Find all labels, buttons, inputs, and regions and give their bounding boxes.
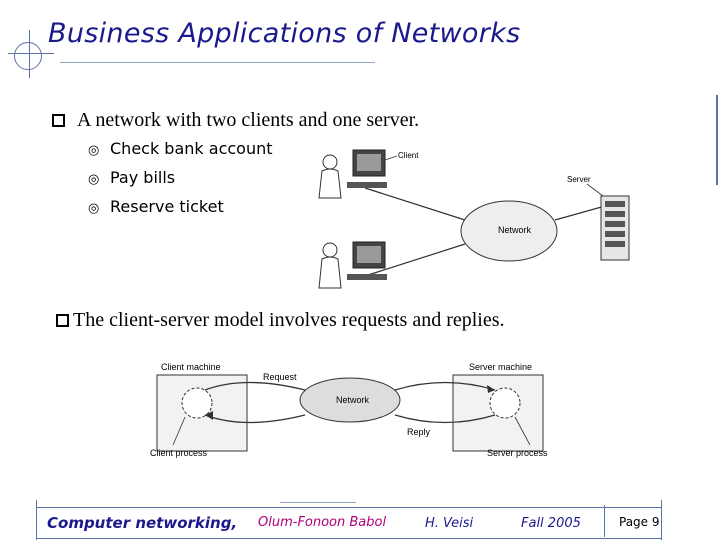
client1-link xyxy=(364,187,466,221)
server-process-circle xyxy=(489,387,521,419)
client-server-figure: Client machine Server machine Network Re… xyxy=(150,362,548,458)
slide-title: Business Applications of Networks xyxy=(48,18,521,49)
network-label: Network xyxy=(498,225,532,235)
reply-path xyxy=(204,414,496,424)
client-label: Client xyxy=(398,151,419,160)
server-process-label: Server process xyxy=(487,448,548,458)
client-process-circle xyxy=(181,387,213,419)
footer-accent-line xyxy=(280,502,356,503)
network-cloud xyxy=(460,200,558,262)
target-bullet-icon: ◎ xyxy=(88,143,100,158)
client2-link xyxy=(364,243,466,277)
right-edge-line xyxy=(716,95,718,185)
network-oval xyxy=(299,377,401,423)
footer-university: Olum-Fonoon Babol xyxy=(258,515,387,530)
footer-page-number: Page 9 xyxy=(619,515,660,529)
footer-right-border xyxy=(661,500,662,540)
sub-item-label: Pay bills xyxy=(110,168,176,187)
reply-label: Reply xyxy=(407,427,431,437)
bullet-text: The client-server model involves request… xyxy=(73,309,505,331)
network-figure: Network Client Server xyxy=(318,149,630,289)
sub-item: ◎ Pay bills xyxy=(88,168,175,187)
server-machine-label: Server machine xyxy=(469,362,532,372)
sub-item: ◎ Check bank account xyxy=(88,139,273,158)
server-link xyxy=(554,205,606,221)
sub-item-label: Check bank account xyxy=(110,139,273,158)
footer-page-divider xyxy=(604,505,605,537)
bullet-box-icon xyxy=(52,114,65,127)
footer-course: Computer networking, xyxy=(47,514,238,532)
server-label: Server xyxy=(567,175,591,184)
bullet-text: A network with two clients and one serve… xyxy=(77,109,420,131)
target-bullet-icon: ◎ xyxy=(88,201,100,216)
bullet-client-server-model: The client-server model involves request… xyxy=(56,309,505,332)
network-label: Network xyxy=(336,395,370,405)
bullet-box-icon xyxy=(56,314,69,327)
title-underline xyxy=(60,62,375,63)
client-machine-label: Client machine xyxy=(161,362,221,372)
target-bullet-icon: ◎ xyxy=(88,172,100,187)
footer-author: H. Veisi xyxy=(425,516,474,531)
client2-workstation xyxy=(318,241,387,289)
client-process-label: Client process xyxy=(150,448,208,458)
request-path xyxy=(204,381,496,391)
footer-left-border xyxy=(36,500,37,540)
sub-item: ◎ Reserve ticket xyxy=(88,197,224,216)
bullet-network-two-clients: A network with two clients and one serve… xyxy=(52,109,419,132)
corner-circle xyxy=(14,42,42,70)
server-tower-icon xyxy=(600,195,630,261)
sub-item-label: Reserve ticket xyxy=(110,197,224,216)
footer-term: Fall 2005 xyxy=(521,516,581,531)
request-label: Request xyxy=(263,372,297,382)
footer-bar xyxy=(36,507,661,539)
client1-workstation xyxy=(318,149,398,199)
